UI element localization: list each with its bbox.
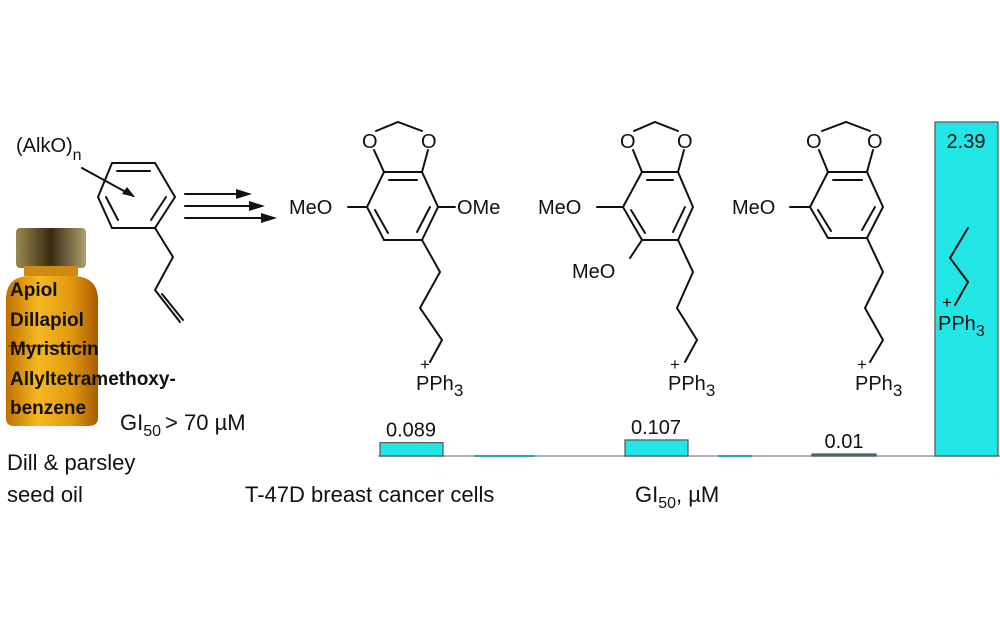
oxygen-label: O [421,131,437,153]
molecule-1-structure: O O MeO OMe + PPh3 [289,120,500,400]
product-name: benzene [10,398,86,419]
bar-value-label: 0.01 [825,431,864,453]
oxygen-label: O [867,131,883,153]
oil-bottle-image [6,228,98,426]
product-name: Myristicin [10,339,99,360]
charge-label: + [942,293,952,312]
bar-value-label: 0.089 [386,420,436,442]
allylbenzene-structure: (AlkO)n [16,135,184,323]
gi50-bar-chart [378,121,1000,457]
cation-label: PPh3 [668,373,715,400]
cation-label: PPh3 [855,373,902,400]
product-name: Allyltetramethoxy- [10,369,176,390]
molecule-3-structure: O O MeO + PPh3 [732,120,902,400]
methoxy-label: MeO [538,197,581,219]
charge-label: + [670,355,680,374]
oxygen-label: O [677,131,693,153]
oxygen-label: O [362,131,378,153]
source-label: Dill & parsley [7,450,135,475]
charge-label: + [420,355,430,374]
charge-label: + [857,355,867,374]
chart-caption: T-47D breast cancer cells [245,482,494,507]
bar-3 [811,453,877,457]
bar-value-labels: 0.089 0.107 0.01 2.39 [386,131,986,453]
product-name: Dillapiol [10,310,84,331]
bar-4 [934,121,999,457]
bar-value-label: 2.39 [947,131,986,153]
cation-label: PPh3 [416,373,463,400]
bar-value-label: 0.107 [631,417,681,439]
methoxy-label: OMe [457,197,500,219]
bar-1 [379,442,444,457]
molecule-2-structure: O O MeO MeO + PPh3 [538,120,715,400]
oxygen-label: O [806,131,822,153]
multistep-arrow-icon [184,189,277,223]
methoxy-label: MeO [572,261,615,283]
chart-axis-label: GI50, µM [635,482,719,512]
natural-products-list: Apiol Dillapiol Myristicin Allyltetramet… [10,280,176,419]
product-name: Apiol [10,280,58,301]
cation-label: PPh3 [938,313,985,340]
start-activity-label: GI50> 70 µM [120,410,246,440]
methoxy-label: MeO [732,197,775,219]
methoxy-label: MeO [289,197,332,219]
bar-2 [624,439,689,457]
oxygen-label: O [620,131,636,153]
substituent-label: (AlkO)n [16,135,82,164]
source-label: seed oil [7,482,83,507]
propyl-phosphonium-structure: + PPh3 [938,227,985,340]
